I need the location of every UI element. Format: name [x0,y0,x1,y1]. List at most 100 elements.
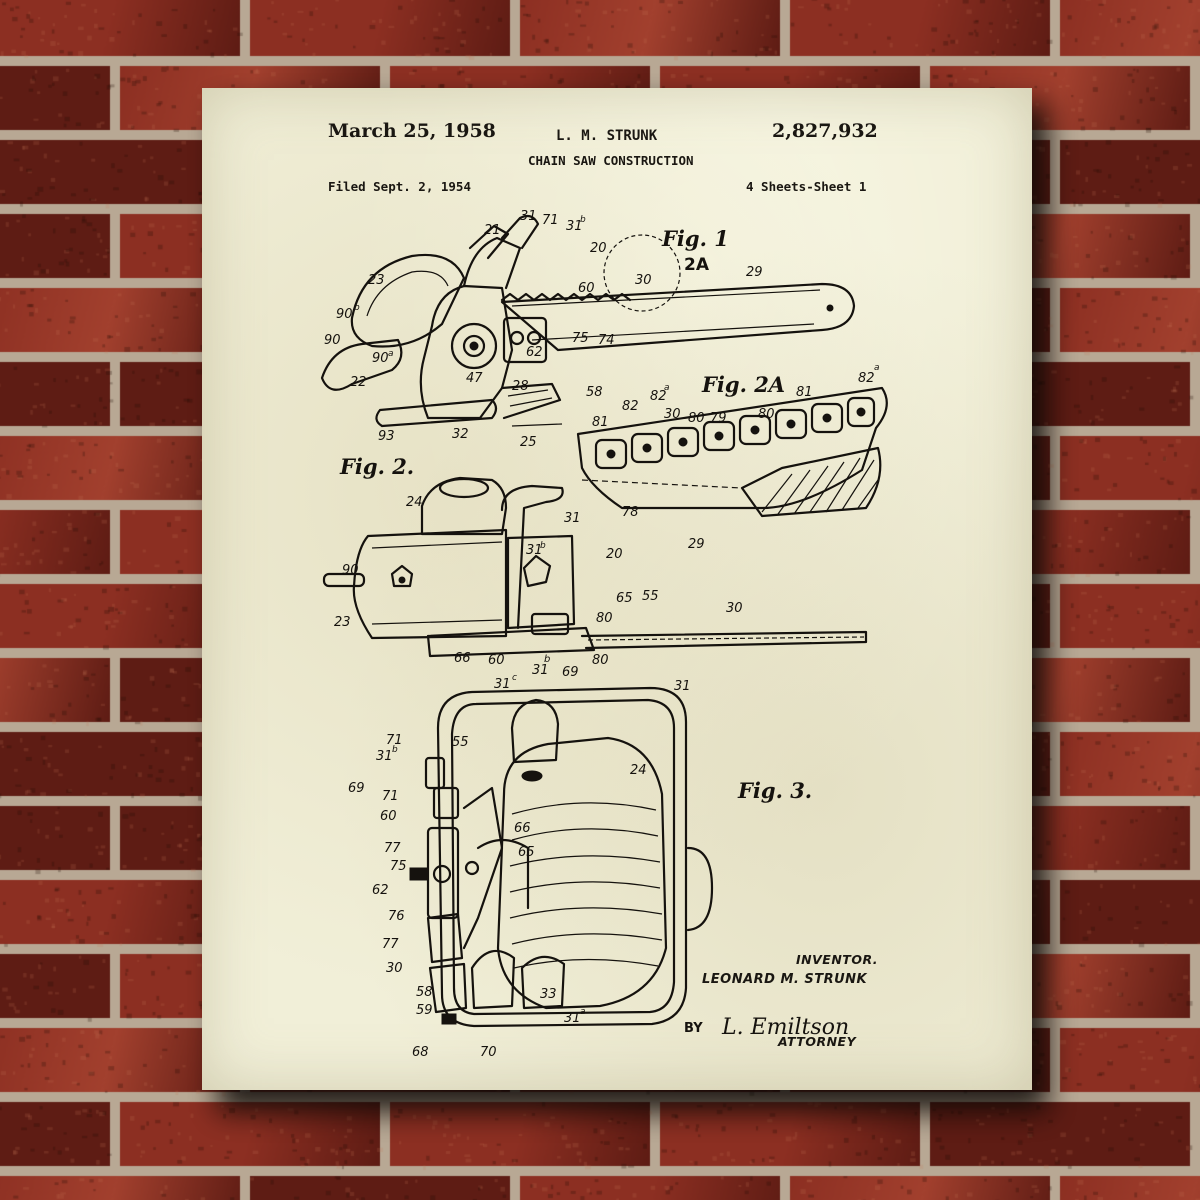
svg-text:23: 23 [368,273,385,288]
by-label: BY [684,1021,703,1036]
patent-date: March 25, 1958 [328,120,496,142]
svg-text:30: 30 [386,961,403,976]
svg-text:29: 29 [688,537,705,552]
svg-text:79: 79 [710,411,727,426]
patent-poster: March 25, 1958 L. M. STRUNK 2,827,932 CH… [202,88,1032,1090]
svg-text:33: 33 [540,987,557,1002]
svg-text:a: a [664,383,670,393]
svg-text:75: 75 [390,859,407,874]
svg-text:77: 77 [382,937,399,952]
svg-text:62: 62 [372,883,389,898]
svg-text:76: 76 [388,909,405,924]
svg-text:30: 30 [635,273,652,288]
svg-text:31: 31 [526,543,543,558]
inventor-name: LEONARD M. STRUNK [702,972,868,987]
svg-text:a: a [388,349,394,359]
fig2a-label: Fig. 2A [701,372,785,397]
svg-text:90: 90 [324,333,341,348]
svg-text:25: 25 [520,435,537,450]
svg-text:b: b [580,215,586,225]
svg-text:31: 31 [520,209,537,224]
svg-text:80: 80 [758,407,775,422]
svg-text:81: 81 [592,415,609,430]
svg-text:80: 80 [688,411,705,426]
svg-text:65: 65 [518,845,535,860]
svg-text:31: 31 [564,511,581,526]
svg-text:47: 47 [466,371,483,386]
svg-text:65: 65 [616,591,633,606]
svg-text:31: 31 [674,679,691,694]
svg-text:82: 82 [858,371,875,386]
svg-text:69: 69 [562,665,579,680]
svg-text:b: b [354,303,360,313]
svg-text:90: 90 [372,351,389,366]
svg-text:c: c [512,673,517,683]
svg-text:77: 77 [384,841,401,856]
svg-text:59: 59 [416,1003,433,1018]
svg-text:90: 90 [342,563,359,578]
svg-text:58: 58 [416,985,433,1000]
svg-text:80: 80 [592,653,609,668]
svg-text:31: 31 [376,749,393,764]
svg-text:b: b [540,541,546,551]
svg-text:80: 80 [596,611,613,626]
attorney-signature: L. Emiltson [721,1015,849,1040]
svg-text:32: 32 [452,427,469,442]
svg-text:69: 69 [348,781,365,796]
svg-text:28: 28 [512,379,529,394]
svg-text:b: b [544,654,550,665]
svg-text:55: 55 [642,589,659,604]
svg-text:29: 29 [746,265,763,280]
patent-filed-date: Filed Sept. 2, 1954 [328,179,471,194]
patent-sheets: 4 Sheets-Sheet 1 [746,179,867,194]
svg-text:60: 60 [488,653,505,668]
fig3-label: Fig. 3. [737,778,812,803]
svg-text:66: 66 [454,651,471,666]
patent-title: CHAIN SAW CONSTRUCTION [528,153,694,168]
svg-text:30: 30 [726,601,743,616]
svg-text:20: 20 [590,241,607,256]
svg-text:20: 20 [606,547,623,562]
svg-text:93: 93 [378,429,395,444]
svg-text:31: 31 [494,677,511,692]
svg-text:2A: 2A [684,255,710,275]
svg-text:82: 82 [622,399,639,414]
svg-text:31: 31 [564,1011,581,1026]
fig2-label: Fig. 2. [339,454,414,479]
inventor-label: INVENTOR. [796,952,879,967]
fig1-label: Fig. 1 [661,226,729,251]
svg-text:71: 71 [386,733,403,748]
svg-text:74: 74 [598,333,615,348]
svg-text:55: 55 [452,735,469,750]
svg-text:a: a [580,1007,586,1017]
svg-text:60: 60 [578,281,595,296]
svg-text:75: 75 [572,331,589,346]
svg-text:a: a [874,363,880,373]
svg-text:24: 24 [406,495,423,510]
svg-text:62: 62 [526,345,543,360]
svg-text:78: 78 [622,505,639,520]
patent-inventor-header: L. M. STRUNK [556,128,658,144]
attorney-label: ATTORNEY [778,1034,857,1049]
svg-text:81: 81 [796,385,813,400]
svg-text:70: 70 [480,1045,497,1060]
svg-text:90: 90 [336,307,353,322]
svg-text:21: 21 [484,223,501,238]
svg-text:58: 58 [586,385,603,400]
svg-text:30: 30 [664,407,681,422]
svg-text:31: 31 [532,663,549,678]
svg-text:31: 31 [566,219,583,234]
svg-text:71: 71 [382,789,399,804]
svg-text:22: 22 [350,375,367,390]
svg-text:66: 66 [514,821,531,836]
svg-text:23: 23 [334,615,351,630]
svg-text:68: 68 [412,1045,429,1060]
svg-text:b: b [392,745,398,755]
patent-number: 2,827,932 [772,120,878,142]
svg-text:82: 82 [650,389,667,404]
